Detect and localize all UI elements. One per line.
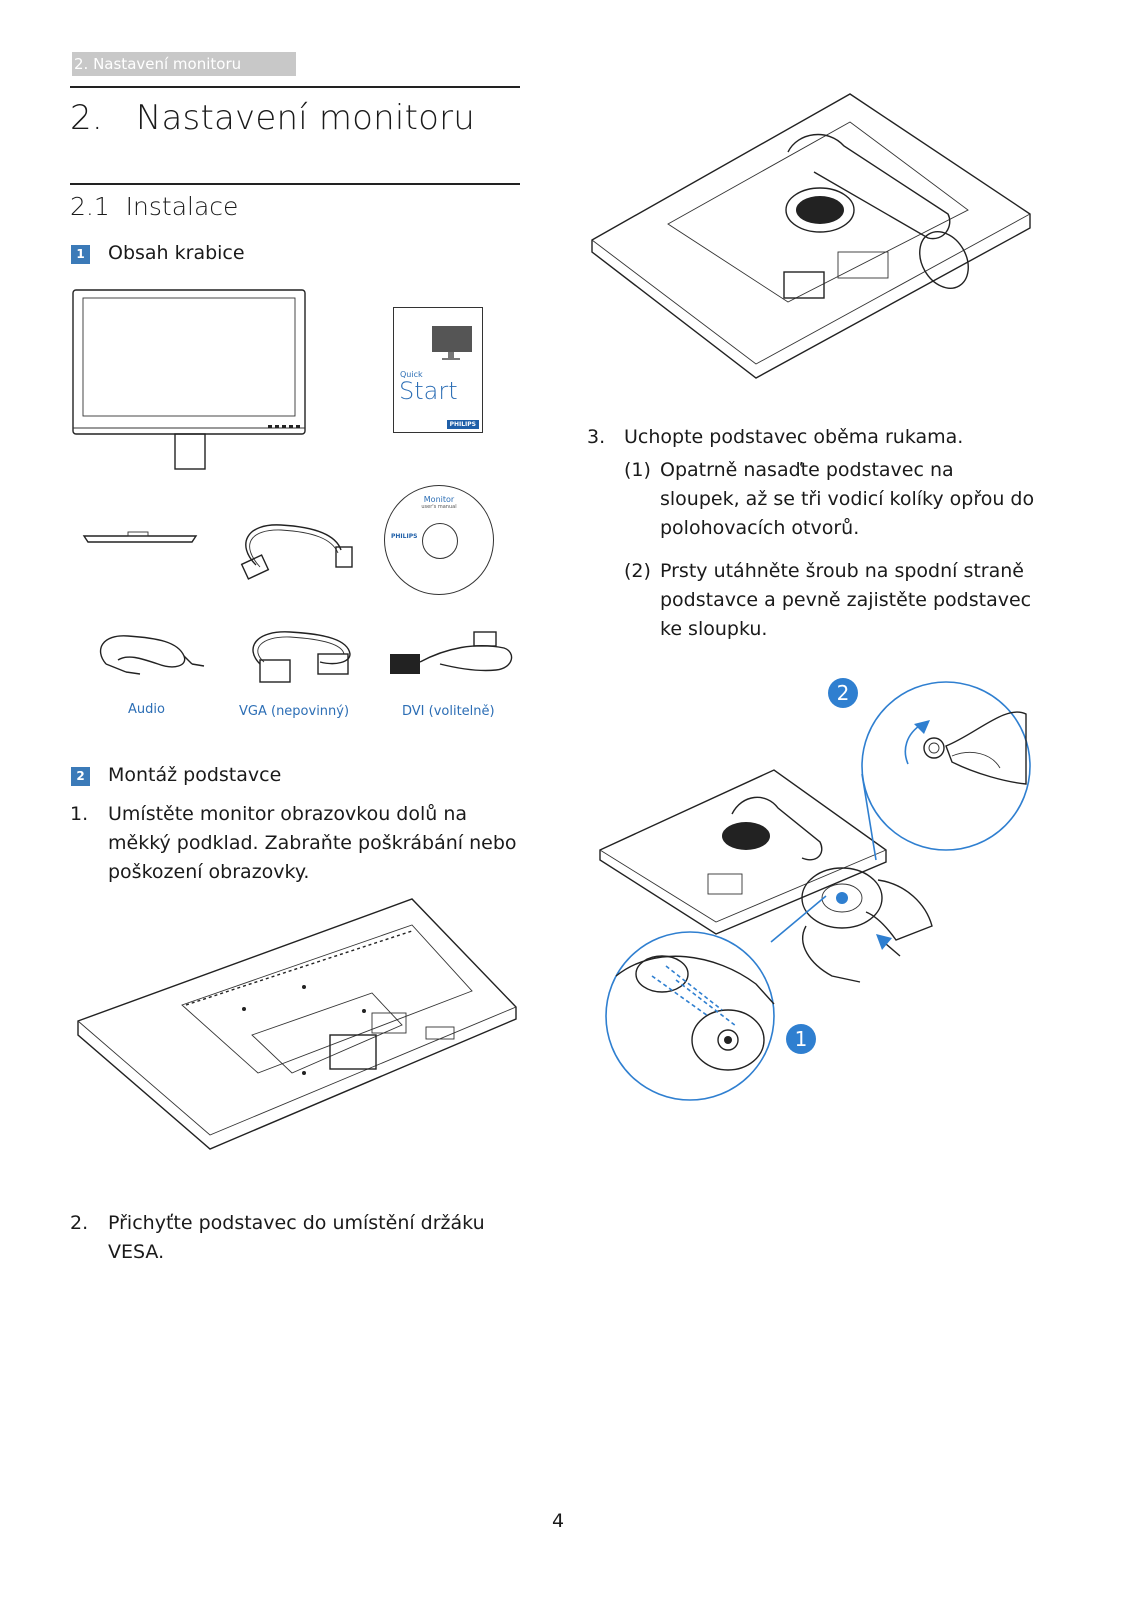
step-3-number: 3. [587,426,606,448]
vga-cable-illustration [252,631,351,683]
step-1-line-3: poškození obrazovky. [108,861,310,883]
power-cord-illustration [240,524,353,580]
caption-dvi: DVI (volitelně) [402,704,495,719]
quick-label: Quick [400,370,423,379]
substep-2-line-3: ke sloupku. [660,618,768,640]
monitor-thumbnail-icon [432,326,472,360]
step-3-text: Uchopte podstavec oběma rukama. [624,426,964,448]
start-label: Start [399,377,458,405]
step-2-line-2: VESA. [108,1241,165,1263]
step-1-line-1: Umístěte monitor obrazovkou dolů na [108,803,468,825]
cd-title: Monitor [423,495,455,504]
stand-base-illustration [82,531,198,543]
stand-assembly-illustration [599,681,1031,1101]
step-1-number: 1. [70,803,89,825]
chapter-title: 2. Nastavení monitoru [70,98,476,138]
substep-2-line-2: podstavce a pevně zajistěte podstavec [660,589,1032,611]
callout-1: 1 [786,1024,816,1054]
stand-assembly-heading: Montáž podstavce [108,764,282,786]
substep-2-line-1: Prsty utáhněte šroub na spodní straně [660,560,1024,582]
substep-1-line-1: Opatrně nasaďte podstavec na [660,459,954,481]
section-rule [70,183,520,185]
monitor-back-illustration [77,898,517,1150]
step-1-line-2: měkký podklad. Zabraňte poškrábání nebo [108,832,517,854]
substep-2-number: (2) [624,560,651,582]
substep-1-line-2: sloupek, až se tři vodicí kolíky opřou d… [660,488,1035,510]
philips-logo: PHILIPS [446,420,479,429]
page-number: 4 [552,1510,565,1532]
section-title: 2.1 Instalace [70,192,238,221]
box-contents-heading: Obsah krabice [108,242,245,264]
cd-philips-logo: PHILIPS [391,533,418,540]
audio-cable-illustration [100,635,205,675]
substep-1-text: Opatrně nasaďte podstavec na sloupek, až… [660,456,1080,543]
step-1-text: Umístěte monitor obrazovkou dolů na měkk… [108,800,528,887]
dvi-cable-illustration [390,631,513,674]
section-number: 2.1 [70,192,110,221]
substep-1-number: (1) [624,459,651,481]
quick-start-guide: Quick Start PHILIPS [393,307,483,433]
step-badge-2: 2 [71,767,90,786]
step-2-line-1: Přichyťte podstavec do umístění držáku [108,1212,485,1234]
callout-2: 2 [828,678,858,708]
caption-audio: Audio [128,702,165,717]
cd-hole [422,523,458,559]
header-rule [70,86,520,88]
substep-1-line-3: polohovacích otvorů. [660,517,860,539]
substep-2-text: Prsty utáhněte šroub na spodní straně po… [660,557,1080,644]
step-2-text: Přichyťte podstavec do umístění držáku V… [108,1209,528,1267]
section-name: Instalace [125,192,239,221]
step-badge-1: 1 [71,245,90,264]
cd-subtitle: user's manual [421,504,457,510]
monitor-back-with-neck-illustration [591,93,1031,379]
user-manual-cd: Monitor user's manual PHILIPS [384,485,494,595]
step-2-number: 2. [70,1212,89,1234]
running-header: 2. Nastavení monitoru [72,52,296,76]
caption-vga: VGA (nepovinný) [239,704,350,719]
monitor-front-illustration [72,289,306,470]
